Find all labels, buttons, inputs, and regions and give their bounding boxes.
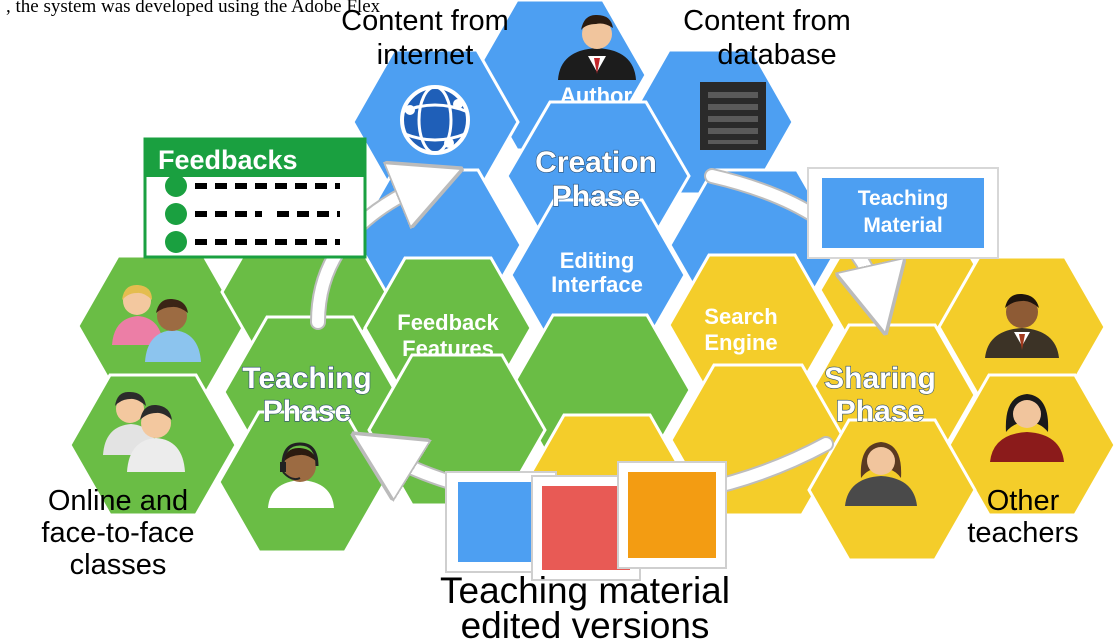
students-icon xyxy=(103,391,185,472)
online-classes-line2: face-to-face xyxy=(41,517,194,549)
headset-teacher-icon xyxy=(268,442,334,508)
search-engine-line2: Engine xyxy=(704,330,777,355)
feedback-features-line1: Feedback xyxy=(397,310,499,335)
feedbacks-card: Feedbacks xyxy=(143,137,367,259)
teacher-icon xyxy=(845,442,917,506)
search-engine-line1: Search xyxy=(704,304,777,329)
other-teachers-line1: Other xyxy=(987,485,1060,517)
feedback-row xyxy=(165,231,340,253)
editing-interface-line2: Interface xyxy=(551,272,643,297)
feedback-row xyxy=(165,175,340,197)
author-label: Author xyxy=(560,83,633,108)
online-classes-line1: Online and xyxy=(48,485,188,517)
other-teachers-line2: teachers xyxy=(967,517,1078,549)
server-icon xyxy=(700,82,766,150)
globe-icon xyxy=(400,85,470,155)
edited-versions-line2: edited versions xyxy=(461,605,710,641)
creation-phase-line1: Creation xyxy=(535,146,657,179)
online-classes-line3: classes xyxy=(70,549,167,581)
header-fragment: , the system was developed using the Ado… xyxy=(6,0,381,17)
content-database-line1: Content from xyxy=(683,5,851,37)
material-version-card xyxy=(617,461,727,569)
feedback-row xyxy=(165,203,340,225)
students-icon xyxy=(112,284,201,362)
content-internet-line2: internet xyxy=(377,39,474,71)
teacher-icon xyxy=(990,394,1064,462)
teaching-material-line2: Material xyxy=(863,214,942,237)
sharing-phase-line1: Sharing xyxy=(824,362,936,395)
feedbacks-title: Feedbacks xyxy=(158,145,298,175)
edited-versions-line1: Teaching material xyxy=(440,570,730,611)
teaching-material-card: Teaching Material xyxy=(807,167,999,259)
teaching-material-line1: Teaching xyxy=(858,187,949,210)
editing-interface-line1: Editing xyxy=(560,248,635,273)
author-icon xyxy=(558,14,636,80)
creation-phase-line2: Phase xyxy=(552,180,640,213)
sharing-phase-line2: Phase xyxy=(836,395,924,428)
teaching-phase-line2: Phase xyxy=(263,395,351,428)
teaching-phase-line1: Teaching xyxy=(242,362,371,395)
content-internet-line1: Content from xyxy=(341,5,509,37)
feedback-features-line2: Features xyxy=(402,336,494,361)
content-database-line2: database xyxy=(717,39,836,71)
teacher-icon xyxy=(985,293,1059,358)
